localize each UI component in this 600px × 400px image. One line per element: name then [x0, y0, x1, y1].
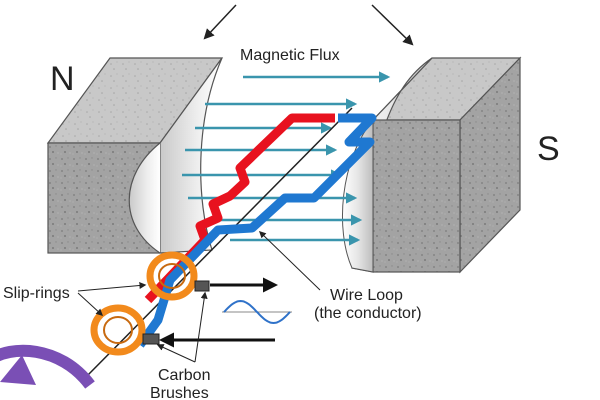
carbon-brush-upper [194, 280, 210, 292]
ac-output-sine-wave [222, 299, 292, 325]
wire-loop-label: Wire Loop [330, 287, 403, 304]
slip-ring-rear [146, 251, 198, 301]
slip-ring-front [90, 304, 146, 356]
wire-loop-red-half [144, 113, 335, 304]
wire-loop-sublabel: (the conductor) [314, 305, 422, 322]
rotation-hint-arrows [203, 4, 414, 46]
magnetic-flux-label: Magnetic Flux [240, 47, 340, 64]
rotor-axle [84, 107, 353, 379]
rotation-direction-arrow [0, 344, 95, 389]
north-magnet [46, 57, 224, 254]
south-pole-label: S [537, 130, 560, 168]
carbon-brushes-sublabel: Brushes [150, 385, 209, 400]
north-pole-label: N [50, 60, 75, 98]
carbon-brush-lower [142, 333, 160, 345]
rotation-arrowhead [0, 355, 36, 385]
label-leader-lines [77, 231, 321, 363]
south-magnet [341, 56, 522, 274]
carbon-brushes-label: Carbon [158, 367, 210, 384]
slip-rings-label: Slip-rings [3, 285, 70, 302]
magnetic-flux-arrows [182, 71, 391, 246]
